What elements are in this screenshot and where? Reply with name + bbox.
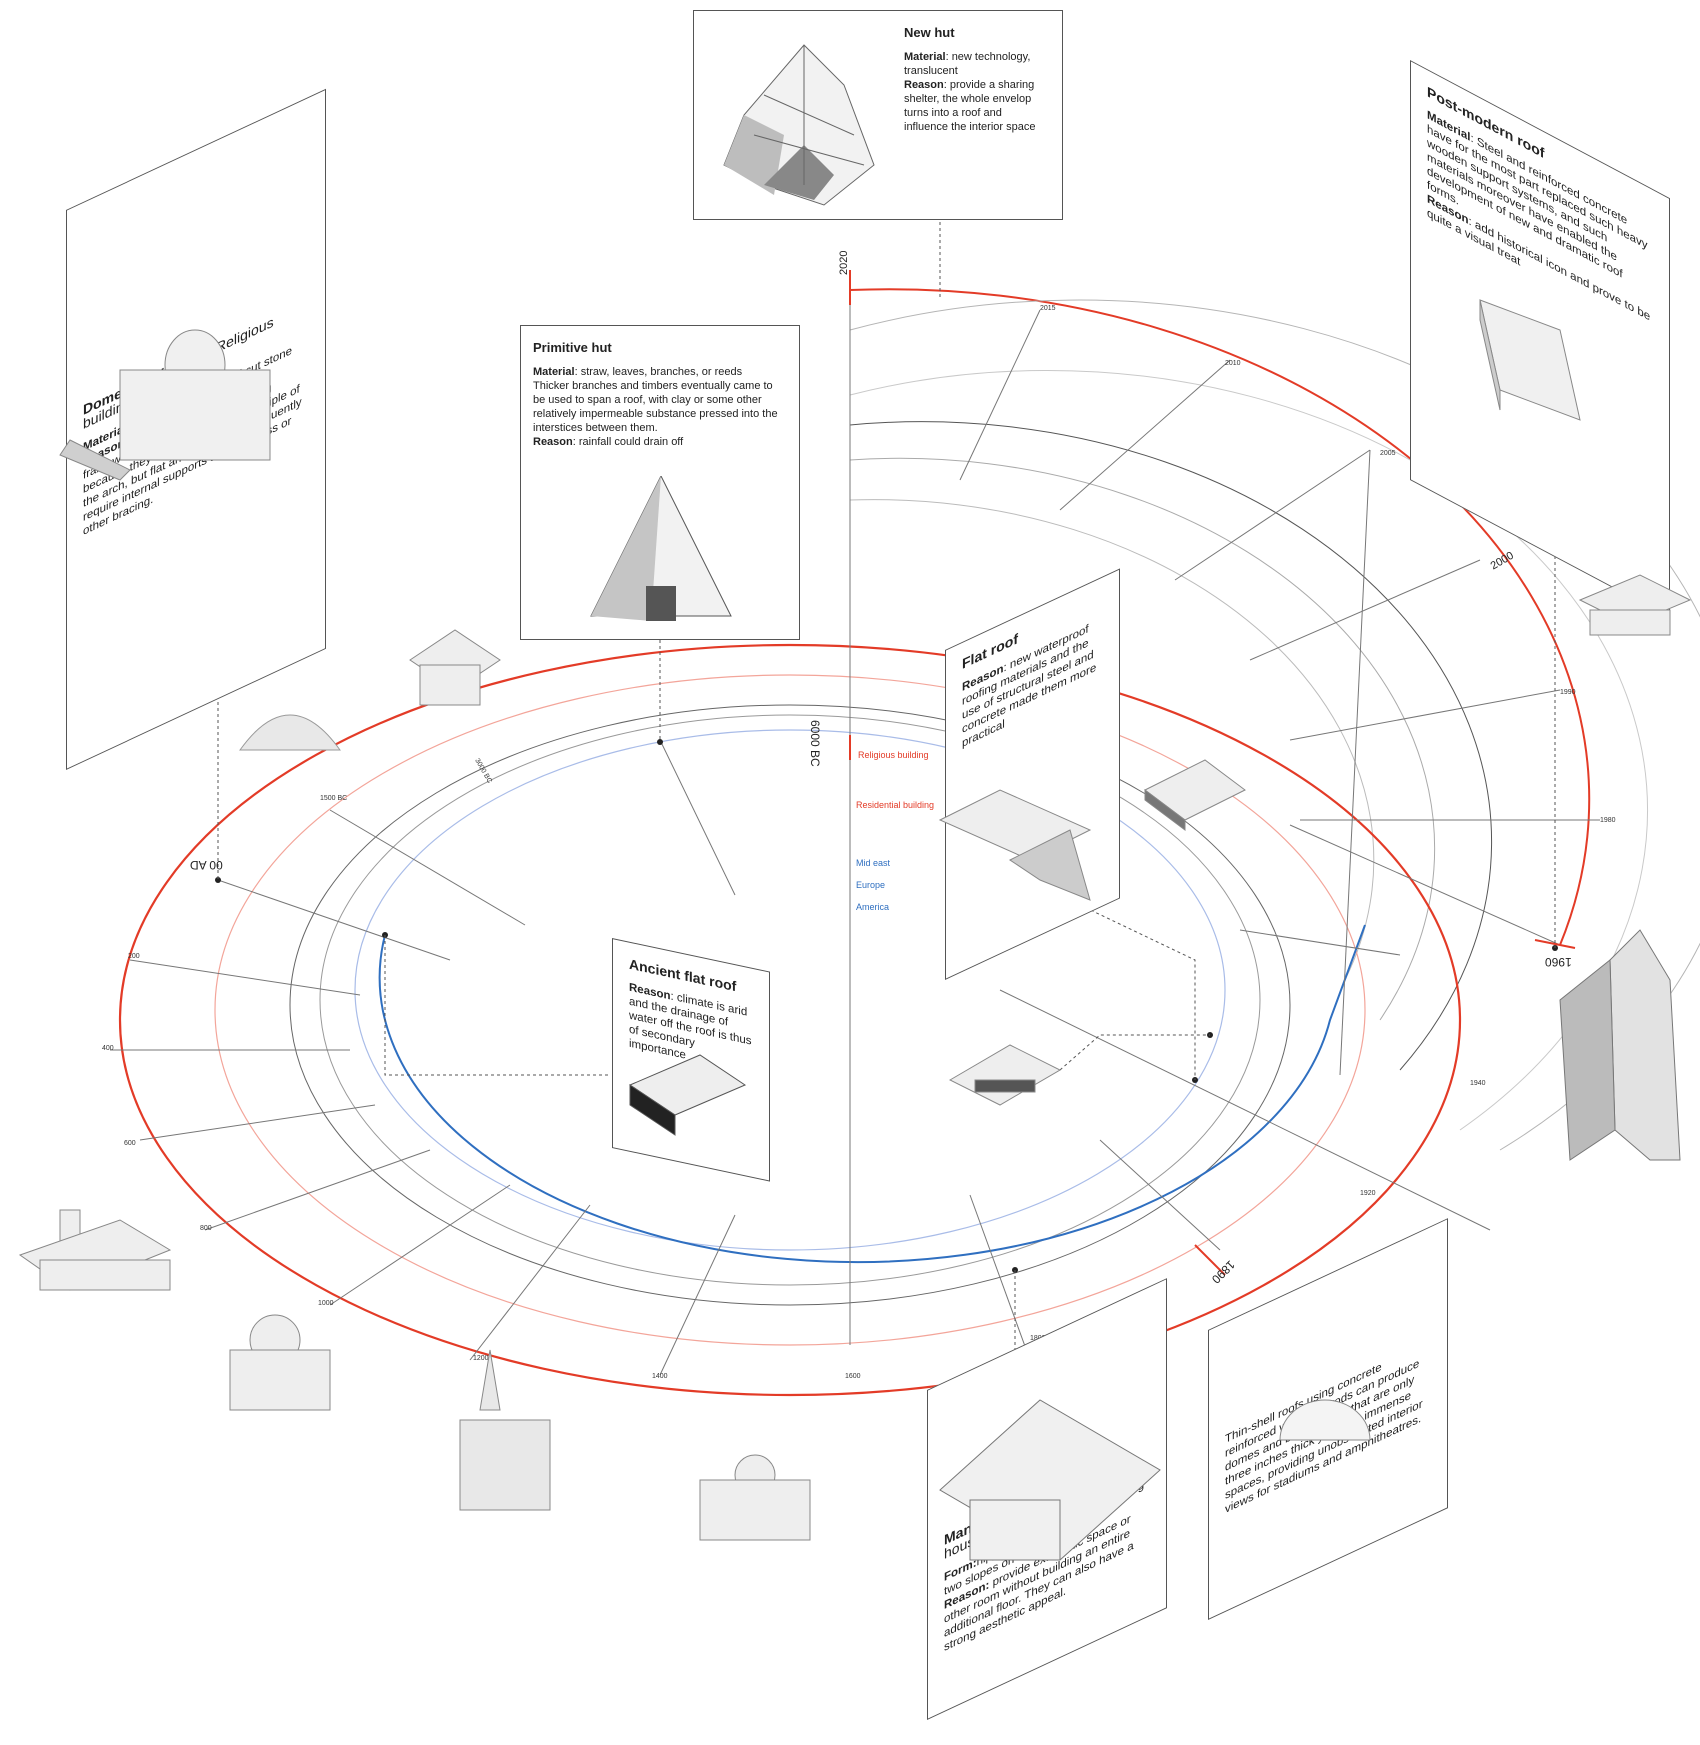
svg-text:1980: 1980 xyxy=(1600,817,1616,824)
minor-year-labels: 3000 BC 1500 BC 200 400 600 800 1000 120… xyxy=(102,305,1616,1380)
svg-text:1940: 1940 xyxy=(1470,1080,1486,1087)
thin-shell-text: Thin-shell roofs using concrete reinforc… xyxy=(1225,1357,1423,1517)
ring-label-residential: Residential building xyxy=(856,800,935,810)
new-hut-reason: Reason: provide a sharing shelter, the w… xyxy=(904,79,1036,133)
outer-ring-grey-4 xyxy=(849,499,1375,981)
svg-text:200: 200 xyxy=(128,953,140,960)
primitive-hut-reason: Reason: rainfall could drain off xyxy=(533,436,684,448)
svg-text:1000: 1000 xyxy=(318,1300,334,1307)
ring-label-mid-east: Mid east xyxy=(856,858,891,868)
radial-ticks xyxy=(110,290,1600,1376)
outer-ring-grey-3 xyxy=(849,457,1436,1021)
new-hut-illustration xyxy=(723,44,875,206)
svg-text:1200: 1200 xyxy=(473,1355,489,1362)
card-ancient-flat-roof: Ancient flat roof Reason: climate is ari… xyxy=(612,938,770,1182)
new-hut-material: Material: new technology, translucent xyxy=(904,51,1031,77)
ring-america xyxy=(354,729,1226,1251)
svg-text:1600: 1600 xyxy=(845,1373,861,1380)
svg-text:1500 BC: 1500 BC xyxy=(320,795,347,802)
card-primitive-hut: Primitive hut Material: straw, leaves, b… xyxy=(520,325,800,640)
svg-text:2010: 2010 xyxy=(1225,360,1241,367)
primitive-hut-text: Thicker branches and timbers eventually … xyxy=(533,380,778,434)
year-label-2020: 2020 xyxy=(838,250,850,275)
svg-text:600: 600 xyxy=(124,1140,136,1147)
primitive-hut-illustration xyxy=(590,476,732,621)
ring-label-america: America xyxy=(856,902,890,912)
ring-label-religious: Religious building xyxy=(858,750,929,760)
svg-text:1400: 1400 xyxy=(652,1373,668,1380)
ring-mid-east xyxy=(289,704,1291,1306)
svg-text:1920: 1920 xyxy=(1360,1190,1376,1197)
svg-text:400: 400 xyxy=(102,1045,114,1052)
outer-ring-dark xyxy=(849,421,1493,1071)
new-hut-title: New hut xyxy=(904,25,955,40)
year-label-6000bc: 6000 BC xyxy=(808,720,822,767)
primitive-hut-material: Material: straw, leaves, branches, or re… xyxy=(533,366,743,378)
year-label-1960: 1960 xyxy=(1545,955,1572,969)
ancient-flat-reason: Reason: climate is arid and the drainage… xyxy=(629,981,752,1062)
svg-text:1990: 1990 xyxy=(1560,689,1576,696)
ring-europe xyxy=(319,714,1261,1286)
ring-religious xyxy=(118,643,1462,1397)
year-label-00ad: 00 AD xyxy=(190,858,223,872)
svg-text:2015: 2015 xyxy=(1040,305,1056,312)
svg-text:800: 800 xyxy=(200,1225,212,1232)
inner-ring-group xyxy=(118,643,1462,1397)
ring-blue-arc xyxy=(378,924,1366,1264)
svg-text:2005: 2005 xyxy=(1380,450,1396,457)
ring-label-europe: Europe xyxy=(856,880,886,890)
ring-markers xyxy=(215,270,1576,1276)
card-new-hut: New hut Material: new technology, transl… xyxy=(693,10,1063,220)
primitive-hut-title: Primitive hut xyxy=(533,340,612,355)
ring-residential xyxy=(214,674,1366,1346)
